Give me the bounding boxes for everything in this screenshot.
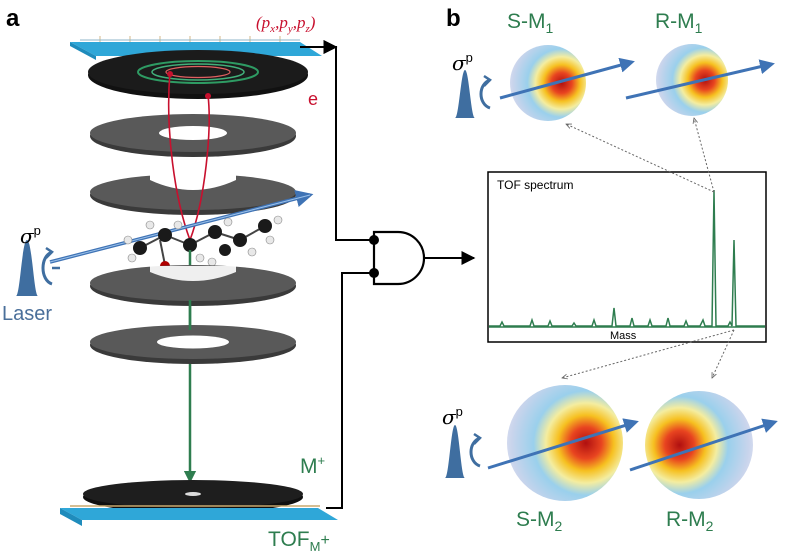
beam-s-m1	[499, 57, 635, 100]
pointer-arrows	[562, 118, 735, 378]
tof-spectrum-trace	[489, 189, 765, 327]
bottom-detector	[60, 505, 338, 526]
sigma-label-b-top: σp	[452, 50, 473, 75]
top-detector	[70, 36, 322, 60]
panel-letter-b: b	[446, 5, 461, 32]
ion-label: M+	[300, 453, 325, 478]
s-m1-label: S-M1	[507, 10, 554, 36]
sphere-r-m2	[645, 391, 753, 499]
tof-spectrum-panel: TOF spectrum Mass	[487, 171, 767, 343]
beam-s-m2	[487, 418, 639, 470]
r-m2-label: R-M2	[666, 508, 714, 534]
tof-mass-label: Mass	[610, 330, 637, 342]
laser-pulse-icon	[16, 240, 60, 296]
laser-pulse-icon-b-bottom	[445, 425, 482, 478]
s-m2-label: S-M2	[516, 508, 563, 534]
sphere-r-m1	[656, 44, 728, 116]
r-m1-label: R-M1	[655, 10, 703, 36]
tof-label: TOFM+	[268, 528, 330, 554]
sigma-label-b-bottom: σp	[442, 404, 463, 429]
coincidence-gate	[369, 230, 476, 286]
sphere-s-m1	[510, 45, 586, 121]
beam-r-m1	[625, 59, 775, 100]
electrode-plate-4	[90, 325, 296, 364]
laser-label: Laser	[2, 303, 52, 325]
chiral-molecule	[123, 215, 283, 271]
electrode-plate-1	[90, 114, 296, 157]
bottom-phosphor-disk	[83, 480, 303, 513]
laser-pulse-icon-b-top	[455, 70, 492, 118]
sigma-label-a: σp	[20, 223, 41, 248]
signal-wires	[300, 40, 378, 509]
top-phosphor-disk	[88, 50, 308, 99]
beam-r-m2	[629, 418, 778, 472]
electron-label: e	[308, 89, 318, 109]
momentum-label: (px,py,pz)	[256, 13, 316, 35]
electrode-plate-3	[90, 265, 296, 306]
electrode-plate-2	[90, 172, 296, 215]
panel-letter-a: a	[6, 5, 20, 32]
tof-spectrum-title: TOF spectrum	[497, 178, 573, 192]
